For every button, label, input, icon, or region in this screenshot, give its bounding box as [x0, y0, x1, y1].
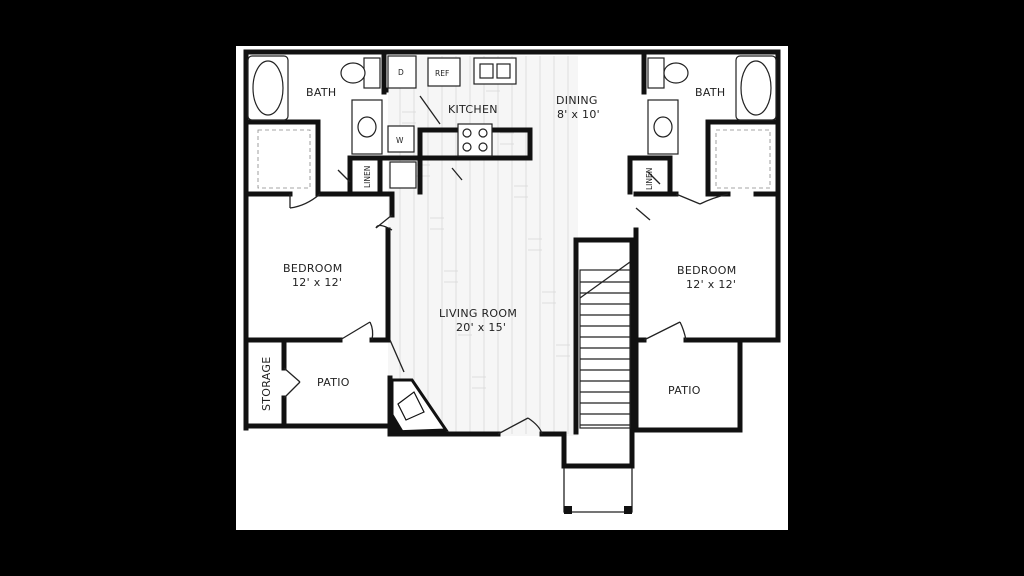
wood-flooring — [388, 56, 578, 436]
kitchen-appliances — [387, 55, 517, 189]
bedroom-right-label: BEDROOM — [677, 264, 737, 277]
closets — [257, 129, 771, 189]
washer — [387, 125, 415, 153]
living-room-size: 20' x 15' — [456, 321, 506, 334]
dining-size: 8' x 10' — [557, 108, 600, 121]
right-bath-fixtures — [647, 55, 777, 155]
living-room-label: LIVING ROOM — [439, 307, 517, 320]
staircase — [579, 261, 631, 429]
kitchen-label: KITCHEN — [448, 103, 498, 116]
patio-left-label: PATIO — [317, 376, 350, 389]
bath-right-label: BATH — [695, 86, 725, 99]
bedroom-left-label: BEDROOM — [283, 262, 343, 275]
dryer — [389, 161, 417, 189]
refrigerator — [427, 57, 461, 87]
bedroom-right-size: 12' x 12' — [686, 278, 736, 291]
bath-left-label: BATH — [306, 86, 336, 99]
bedroom-left-size: 12' x 12' — [292, 276, 342, 289]
washer-label: W — [396, 136, 404, 145]
door-swings — [283, 95, 729, 435]
walls — [243, 49, 781, 514]
storage-label: STORAGE — [260, 357, 273, 411]
linen-right-label: LINEN — [645, 168, 654, 190]
dishwasher — [387, 55, 417, 89]
dining-label: DINING — [556, 94, 598, 107]
patio-right-label: PATIO — [668, 384, 701, 397]
refrigerator-label: REF — [435, 69, 449, 78]
cooktop — [457, 123, 493, 157]
fireplace — [390, 378, 449, 434]
dishwasher-label: D — [398, 68, 404, 77]
left-bath-fixtures — [247, 55, 383, 155]
linen-left-label: LINEN — [363, 166, 372, 188]
room-labels: BATH BATH KITCHEN DINING 8' x 10' BEDROO… — [260, 68, 737, 411]
